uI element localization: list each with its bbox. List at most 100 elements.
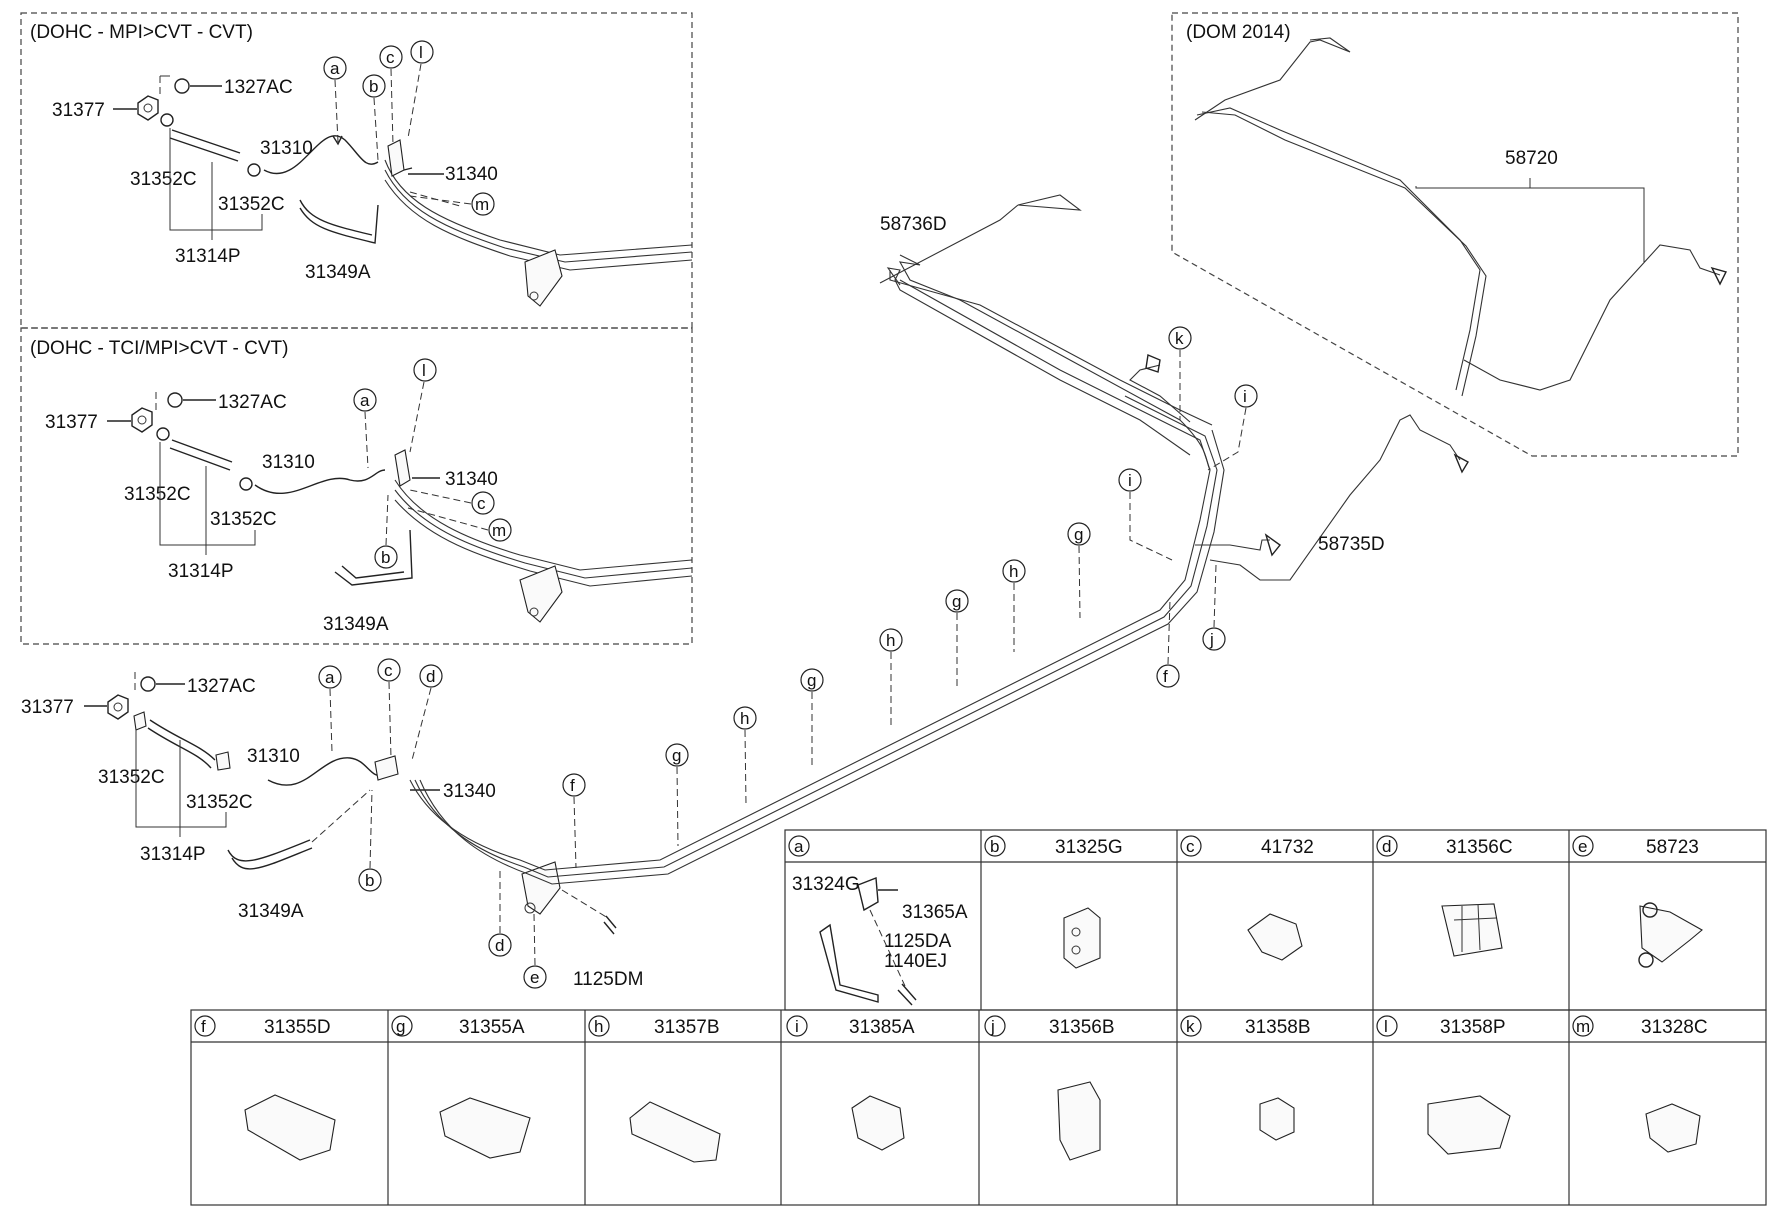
svg-text:l: l	[419, 43, 423, 62]
label-31314P-b2: 31314P	[168, 561, 234, 582]
legend-cell-d-part: 31356C	[1446, 837, 1513, 858]
label-31349A-main: 31349A	[238, 901, 304, 922]
box1-callouts: a b c l m	[323, 40, 495, 216]
box2-fuel-hose-assembly: 31377 1327AC 31352C 31352C 31314P 31310 …	[45, 392, 693, 635]
legend-cell-h: h 31357B	[588, 1015, 721, 1163]
label-31377-b2: 31377	[45, 412, 98, 433]
svg-text:k: k	[1186, 1017, 1195, 1036]
legend-cell-f: f 31355D	[194, 1015, 336, 1161]
label-1125DM: 1125DM	[573, 969, 643, 990]
label-31377-main: 31377	[21, 697, 74, 718]
legend-cell-e-part: 58723	[1646, 837, 1699, 858]
svg-text:m: m	[1576, 1017, 1590, 1036]
svg-text:g: g	[672, 746, 681, 765]
svg-text:d: d	[495, 936, 504, 955]
legend-cell-a: a 31324G 31365A 1125DA 1140EJ	[788, 835, 968, 1006]
svg-text:g: g	[1074, 525, 1083, 544]
svg-text:c: c	[384, 661, 393, 680]
label-31352C-b: 31352C	[218, 194, 285, 215]
label-58735D: 58735D	[1318, 534, 1385, 555]
svg-text:l: l	[1384, 1017, 1388, 1036]
svg-text:e: e	[530, 968, 539, 987]
svg-text:h: h	[740, 709, 749, 728]
legend-cell-f-part: 31355D	[264, 1017, 331, 1038]
legend-cell-h-part: 31357B	[654, 1017, 720, 1038]
label-31310-b2: 31310	[262, 452, 315, 473]
legend-cell-g-part: 31355A	[459, 1017, 525, 1038]
svg-text:a: a	[325, 668, 335, 687]
label-31352C-d: 31352C	[210, 509, 277, 530]
label-31352C-f: 31352C	[186, 792, 253, 813]
svg-text:i: i	[1128, 471, 1132, 490]
svg-text:c: c	[386, 48, 395, 67]
variant-box-2-title: (DOHC - TCI/MPI>CVT - CVT)	[30, 338, 288, 359]
svg-text:m: m	[475, 195, 489, 214]
legend-cell-k-part: 31358B	[1245, 1017, 1311, 1038]
legend-cell-k: k 31358B	[1180, 1015, 1311, 1141]
legend-cell-j-part: 31356B	[1049, 1017, 1115, 1038]
legend-cell-b-part: 31325G	[1055, 837, 1123, 858]
label-31310: 31310	[260, 138, 313, 159]
label-31349A-b2: 31349A	[323, 614, 389, 635]
legend-cell-i: i 31385A	[786, 1015, 915, 1151]
svg-text:l: l	[422, 361, 426, 380]
svg-text:g: g	[952, 592, 961, 611]
legend-cell-j: j 31356B	[984, 1015, 1115, 1161]
variant-box-1-title: (DOHC - MPI>CVT - CVT)	[30, 22, 253, 43]
label-31314P-main: 31314P	[140, 844, 206, 865]
parts-legend-top	[784, 829, 1767, 1011]
legend-cell-l-part: 31358P	[1440, 1017, 1506, 1038]
svg-text:f: f	[1163, 667, 1168, 686]
svg-text:c: c	[1186, 837, 1195, 856]
legend-cell-d: d 31356C	[1376, 835, 1513, 957]
svg-text:f: f	[570, 776, 575, 795]
svg-text:h: h	[1009, 562, 1018, 581]
variant-box-3-title: (DOM 2014)	[1186, 22, 1291, 43]
label-31310-main: 31310	[247, 746, 300, 767]
label-31377: 31377	[52, 100, 105, 121]
label-31324G: 31324G	[792, 874, 860, 895]
svg-text:c: c	[477, 494, 486, 513]
label-1125DA: 1125DA	[884, 931, 952, 952]
legend-cell-c: c 41732	[1180, 835, 1314, 961]
svg-text:m: m	[492, 521, 506, 540]
label-1140EJ: 1140EJ	[884, 951, 947, 972]
svg-text:h: h	[886, 631, 895, 650]
svg-text:b: b	[381, 548, 390, 567]
svg-text:a: a	[794, 837, 804, 856]
main-fuel-hose-assembly: 31377 1327AC 31352C 31352C 31314P 31310 …	[21, 672, 643, 990]
label-1327AC-b2: 1327AC	[218, 392, 287, 413]
svg-text:g: g	[396, 1017, 405, 1036]
legend-cell-b: b 31325G	[984, 835, 1123, 969]
label-31352C-a: 31352C	[130, 169, 197, 190]
svg-text:j: j	[1209, 630, 1214, 649]
svg-text:a: a	[330, 59, 340, 78]
box3-fuel-lines: 58720	[1194, 37, 1728, 397]
main-brake-fuel-lines: 58736D 58735D	[409, 194, 1469, 885]
label-58720: 58720	[1505, 148, 1558, 169]
label-1327AC: 1327AC	[224, 77, 293, 98]
label-31340-a: 31340	[445, 164, 498, 185]
label-31340-main: 31340	[443, 781, 496, 802]
svg-text:f: f	[201, 1017, 206, 1036]
label-31314P: 31314P	[175, 246, 241, 267]
svg-text:d: d	[1382, 837, 1391, 856]
svg-text:i: i	[795, 1017, 799, 1036]
svg-text:e: e	[1578, 837, 1587, 856]
label-1327AC-main: 1327AC	[187, 676, 256, 697]
legend-cell-c-part: 41732	[1261, 837, 1314, 858]
legend-cell-l: l 31358P	[1376, 1015, 1511, 1155]
svg-text:b: b	[369, 77, 378, 96]
svg-text:b: b	[365, 871, 374, 890]
box1-fuel-hose-assembly: 31377 1327AC 31352C 31352C 31314P 31310 …	[52, 75, 693, 307]
label-58736D: 58736D	[880, 214, 947, 235]
label-31352C-c: 31352C	[124, 484, 191, 505]
parts-legend-bottom	[190, 1009, 1767, 1206]
variant-box-3	[1171, 12, 1739, 457]
main-callouts: a c d b d e f	[318, 658, 586, 989]
svg-text:a: a	[360, 391, 370, 410]
svg-text:k: k	[1175, 329, 1184, 348]
svg-text:b: b	[990, 837, 999, 856]
svg-text:g: g	[807, 671, 816, 690]
